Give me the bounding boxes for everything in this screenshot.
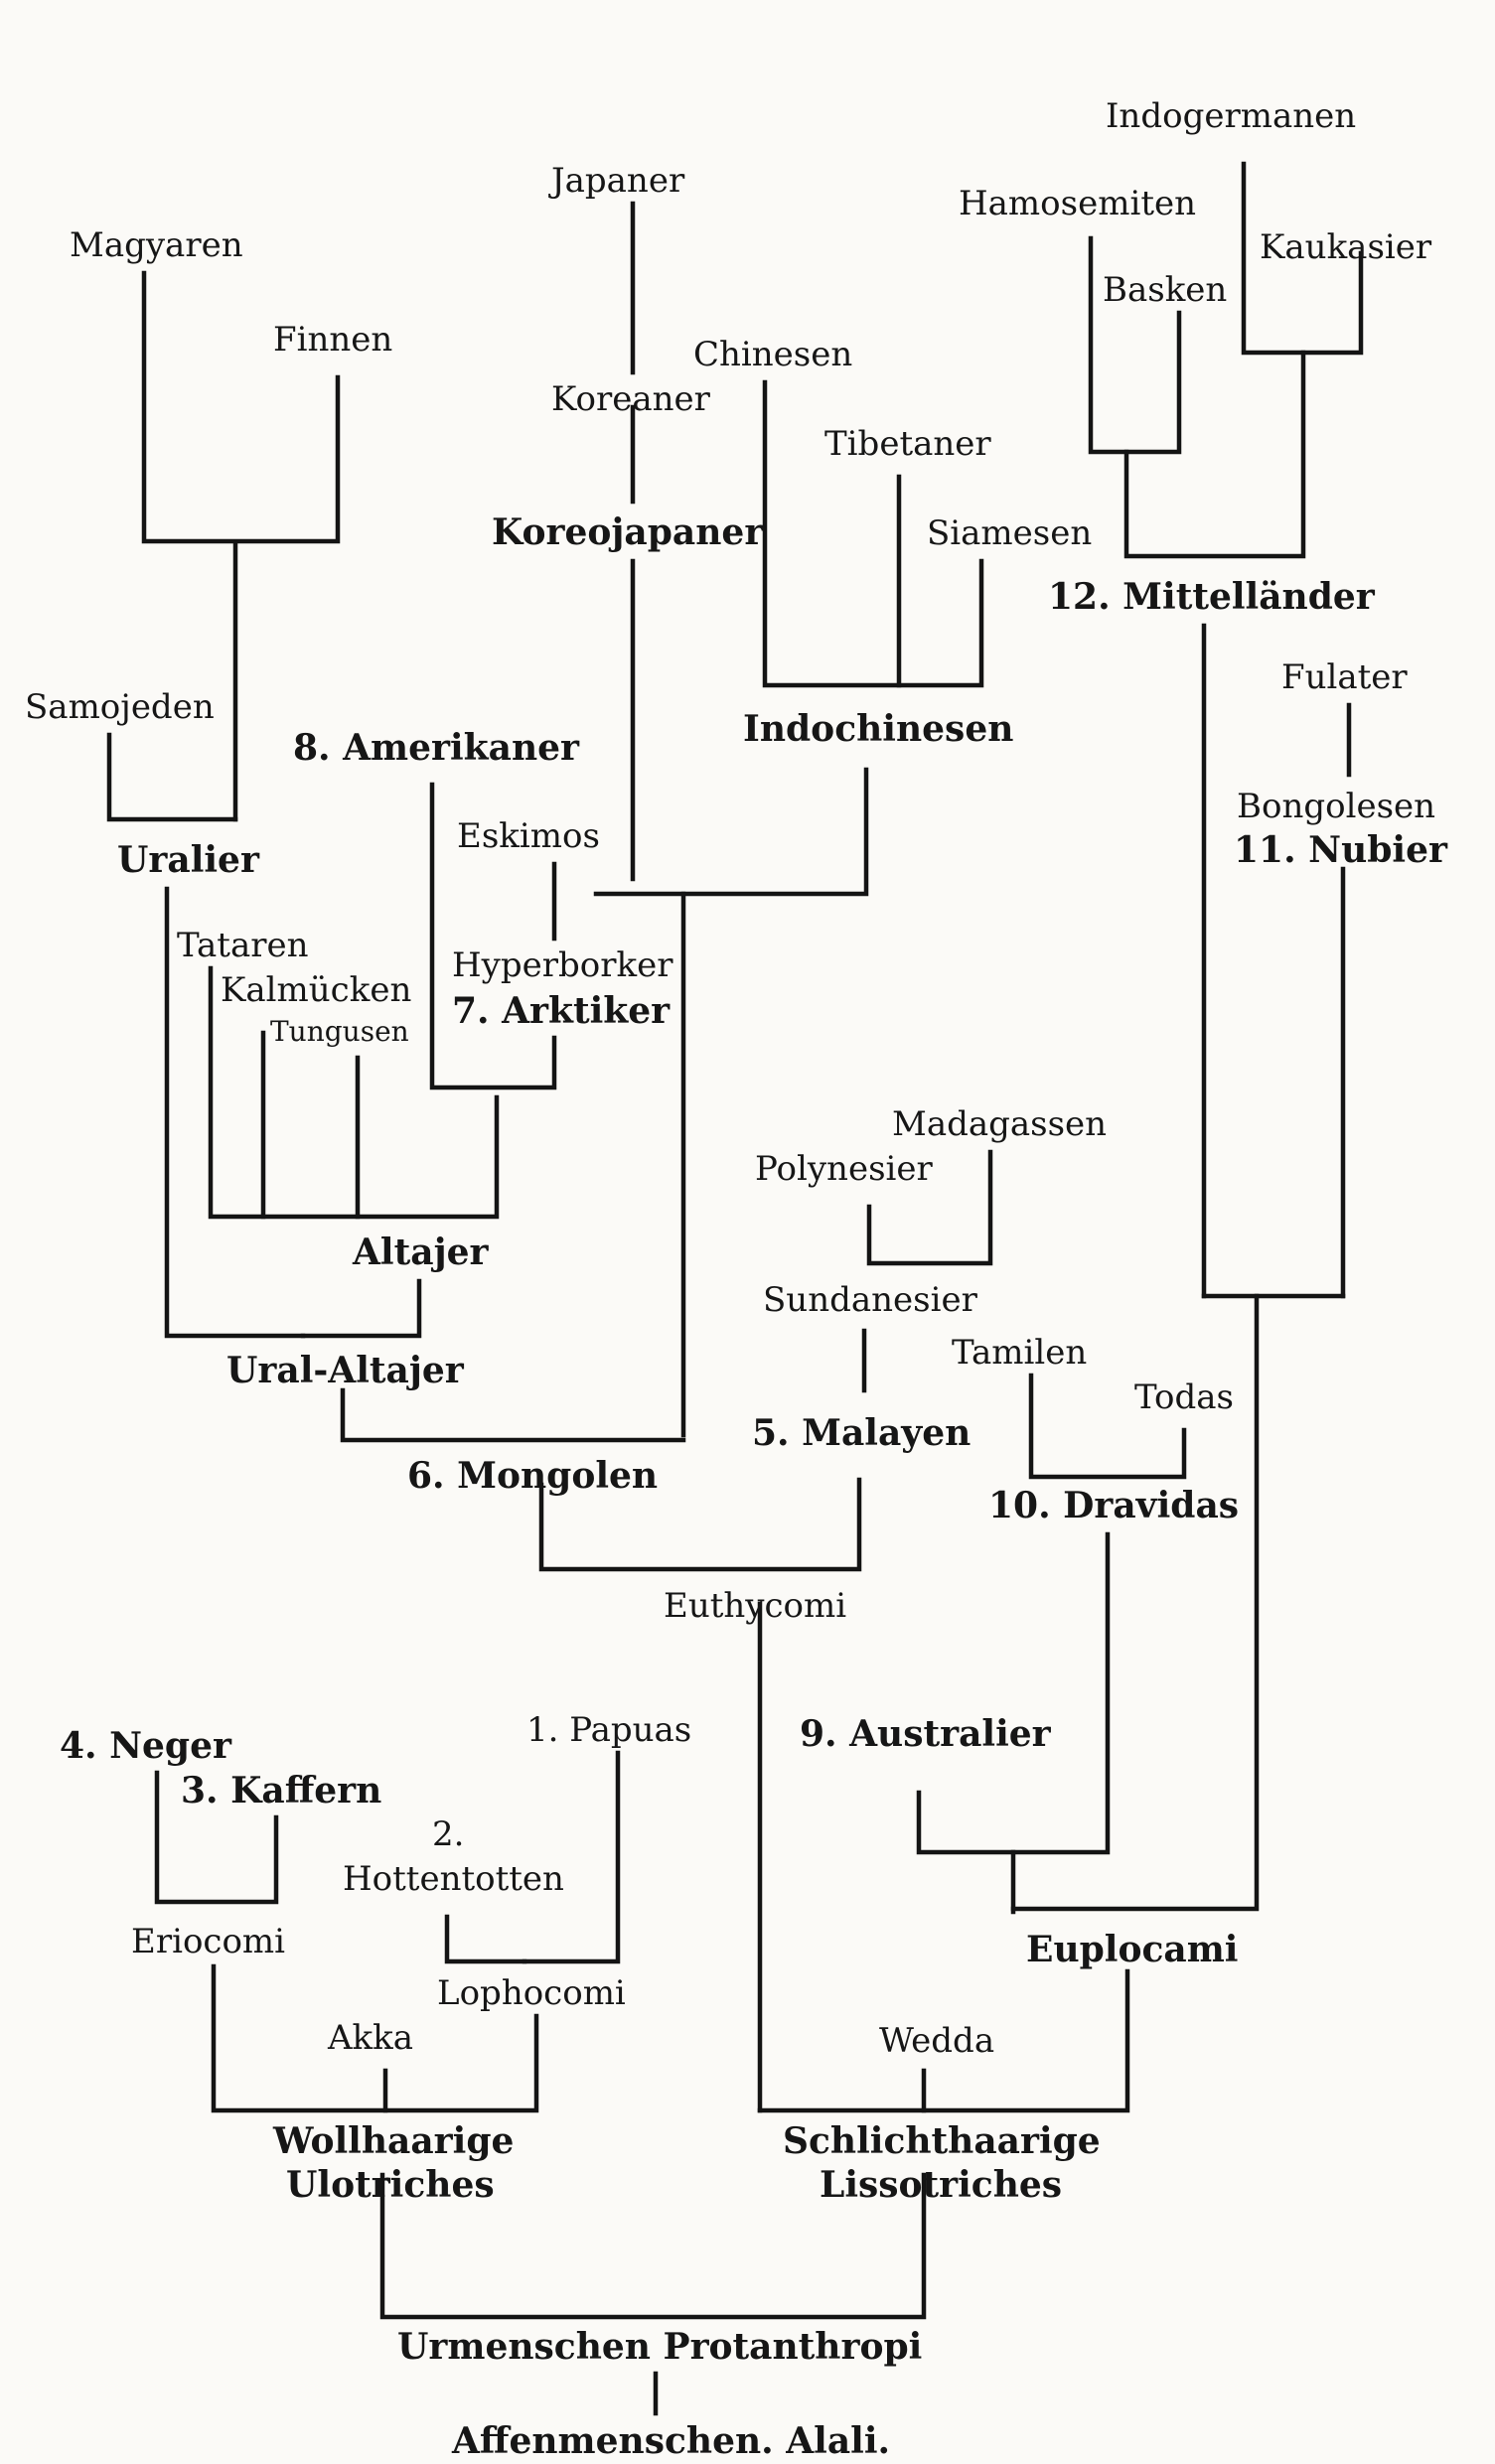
label-tamilen: Tamilen: [952, 1333, 1088, 1373]
label-magyaren: Magyaren: [70, 225, 243, 265]
branch-chinesen-siamesen: [762, 379, 984, 688]
label-polynesier: Polynesier: [755, 1149, 933, 1189]
label-fulater: Fulater: [1281, 657, 1408, 697]
branch-eriocomi-lophocomi: [211, 1963, 539, 2113]
label-kalmuecken: Kalmücken: [221, 970, 412, 1010]
label-arktiker: 7. Arktiker: [452, 990, 671, 1032]
label-mittellaender: 12. Mittelländer: [1048, 576, 1375, 618]
branch-euplocami-stem: [757, 1968, 1130, 2113]
branch-ural-altajer: [164, 886, 306, 1339]
label-amerikaner: 8. Amerikaner: [293, 727, 579, 769]
label-papuas: 1. Papuas: [526, 1710, 692, 1750]
label-uralier: Uralier: [117, 839, 259, 881]
branch-papuas-lophocomi: [522, 1750, 621, 1964]
label-finnen: Finnen: [273, 320, 393, 360]
branch-mongolen-malayen: [538, 1477, 862, 1572]
branch-tamilen-todas: [1028, 1373, 1187, 1480]
label-japaner: Japaner: [551, 161, 685, 201]
label-akka: Akka: [328, 2018, 414, 2058]
label-siamesen: Siamesen: [927, 513, 1093, 553]
label-urmenschen-protanthropi: Urmenschen Protanthropi: [397, 2326, 923, 2368]
label-koreaner: Koreaner: [551, 379, 710, 419]
label-lissotriches: Lissotriches: [820, 2164, 1063, 2206]
label-euthycomi: Euthycomi: [664, 1586, 847, 1626]
label-indogermanen: Indogermanen: [1106, 96, 1357, 136]
branch-altajer-stem: [300, 1278, 422, 1339]
label-sundanesier: Sundanesier: [763, 1280, 977, 1320]
branch-indochinesen-stem: [680, 767, 869, 897]
label-chinesen: Chinesen: [693, 335, 853, 374]
label-tungusen: Tungusen: [270, 1015, 409, 1048]
label-madagassen: Madagassen: [892, 1104, 1108, 1144]
label-neger: 4. Neger: [60, 1725, 231, 1767]
label-schlichthaarige: Schlichthaarige: [783, 2120, 1101, 2162]
branch-neger-kaffern: [154, 1770, 279, 1905]
branch-euplocami-north: [1010, 1293, 1260, 1912]
label-dravidas: 10. Dravidas: [988, 1485, 1240, 1526]
label-bongolesen: Bongolesen: [1237, 787, 1436, 826]
label-eriocomi: Eriocomi: [131, 1922, 286, 1961]
label-indochinesen: Indochinesen: [743, 708, 1014, 750]
label-hottentotten: Hottentotten: [343, 1859, 564, 1899]
label-hamosemiten: Hamosemiten: [959, 184, 1196, 223]
label-todas: Todas: [1134, 1377, 1234, 1417]
label-altajer: Altajer: [353, 1232, 489, 1273]
label-mongolen: 6. Mongolen: [407, 1455, 659, 1497]
label-australier: 9. Australier: [800, 1713, 1051, 1755]
branch-magyaren-finnen: [141, 270, 341, 544]
label-affenmenschen-alali: Affenmenschen. Alali.: [452, 2420, 891, 2462]
branch-amerikaner-arktiker: [429, 782, 557, 1090]
label-kaukasier: Kaukasier: [1260, 227, 1432, 267]
label-kaffern: 3. Kaffern: [181, 1770, 382, 1812]
branch-polynesier-madagassen: [866, 1149, 993, 1266]
branch-samojeden: [106, 732, 238, 822]
label-malayen: 5. Malayen: [752, 1412, 972, 1454]
label-samojeden: Samojeden: [25, 687, 215, 727]
label-euplocami: Euplocami: [1026, 1929, 1239, 1970]
branch-iberer-kaukasier: [1123, 350, 1306, 559]
branch-hamosemiten-basken: [1088, 235, 1182, 455]
branch-dravidas-stem: [916, 1531, 1111, 1855]
label-lophocomi: Lophocomi: [437, 1973, 626, 2013]
label-wedda: Wedda: [879, 2021, 995, 2061]
branch-hottentotten: [444, 1914, 527, 1964]
branch-root: [379, 2172, 927, 2320]
label-koreojapaner: Koreojapaner: [492, 511, 764, 553]
branch-ural-altajer-mongolen: [340, 1387, 686, 1443]
label-tataren: Tataren: [177, 926, 309, 965]
label-basken: Basken: [1103, 270, 1228, 310]
label-hottentotten-number: 2.: [432, 1814, 465, 1854]
label-ulotriches: Ulotriches: [286, 2164, 495, 2206]
branch-mongolen-east: [593, 891, 686, 1438]
label-eskimos: Eskimos: [457, 816, 600, 856]
label-hyperborker: Hyperborker: [452, 945, 673, 985]
label-wollhaarige: Wollhaarige: [273, 2120, 515, 2162]
label-ural-altajer: Ural-Altajer: [226, 1350, 464, 1391]
label-tibetaner: Tibetaner: [824, 424, 991, 464]
label-nubier: 11. Nubier: [1234, 829, 1447, 871]
branch-altaic-group: [208, 965, 500, 1220]
